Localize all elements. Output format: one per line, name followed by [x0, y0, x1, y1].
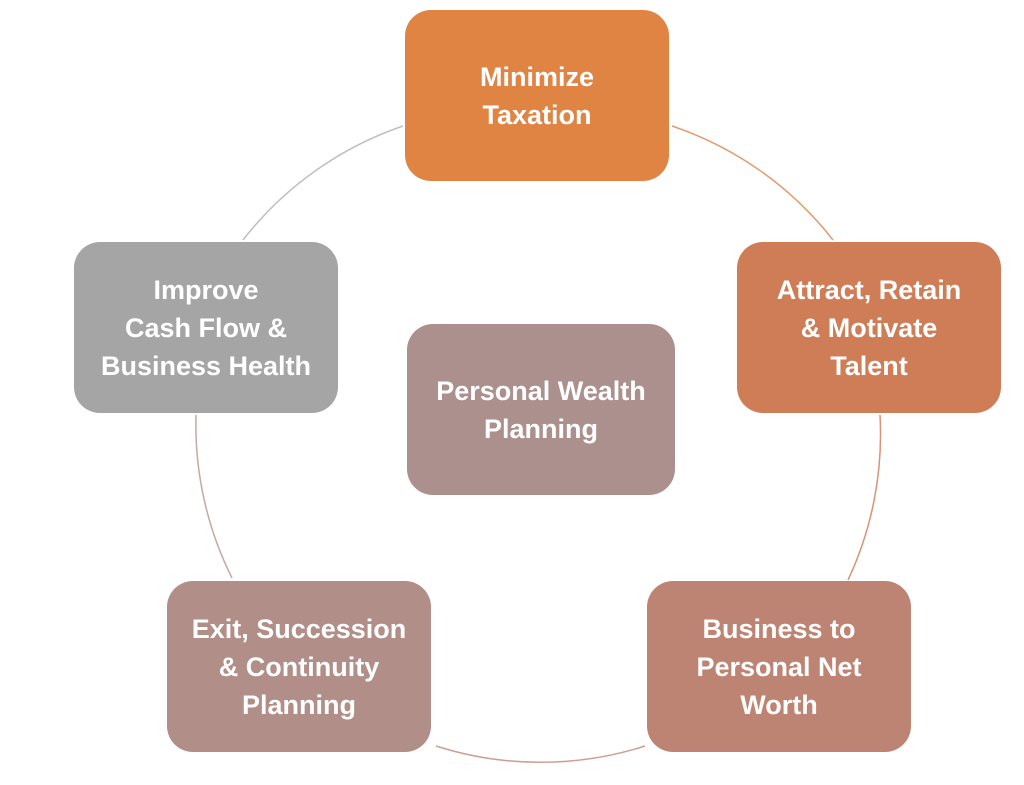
node-exit-succession-planning: Exit, Succession & Continuity Planning: [167, 581, 431, 752]
arc-networth-to-exit: [435, 745, 646, 764]
center-label: Personal Wealth Planning: [436, 375, 646, 444]
center-personal-wealth-planning: Personal Wealth Planning: [407, 324, 675, 495]
node-label: Attract, Retain & Motivate Talent: [776, 274, 962, 381]
node-label: Minimize Taxation: [479, 61, 594, 130]
node-label: Business to Personal Net Worth: [696, 613, 862, 720]
arc-talent-to-networth: [847, 414, 882, 581]
node-minimize-taxation: Minimize Taxation: [405, 10, 669, 181]
node-attract-retain-talent: Attract, Retain & Motivate Talent: [737, 242, 1001, 413]
node-label: Improve Cash Flow & Business Health: [100, 274, 312, 381]
arc-exit-to-cashflow: [195, 414, 233, 579]
node-business-to-net-worth: Business to Personal Net Worth: [647, 581, 911, 752]
node-label: Exit, Succession & Continuity Planning: [191, 613, 407, 720]
node-improve-cash-flow: Improve Cash Flow & Business Health: [74, 242, 338, 413]
arc-taxation-to-talent: [671, 125, 834, 241]
arc-cashflow-to-taxation: [242, 125, 404, 241]
